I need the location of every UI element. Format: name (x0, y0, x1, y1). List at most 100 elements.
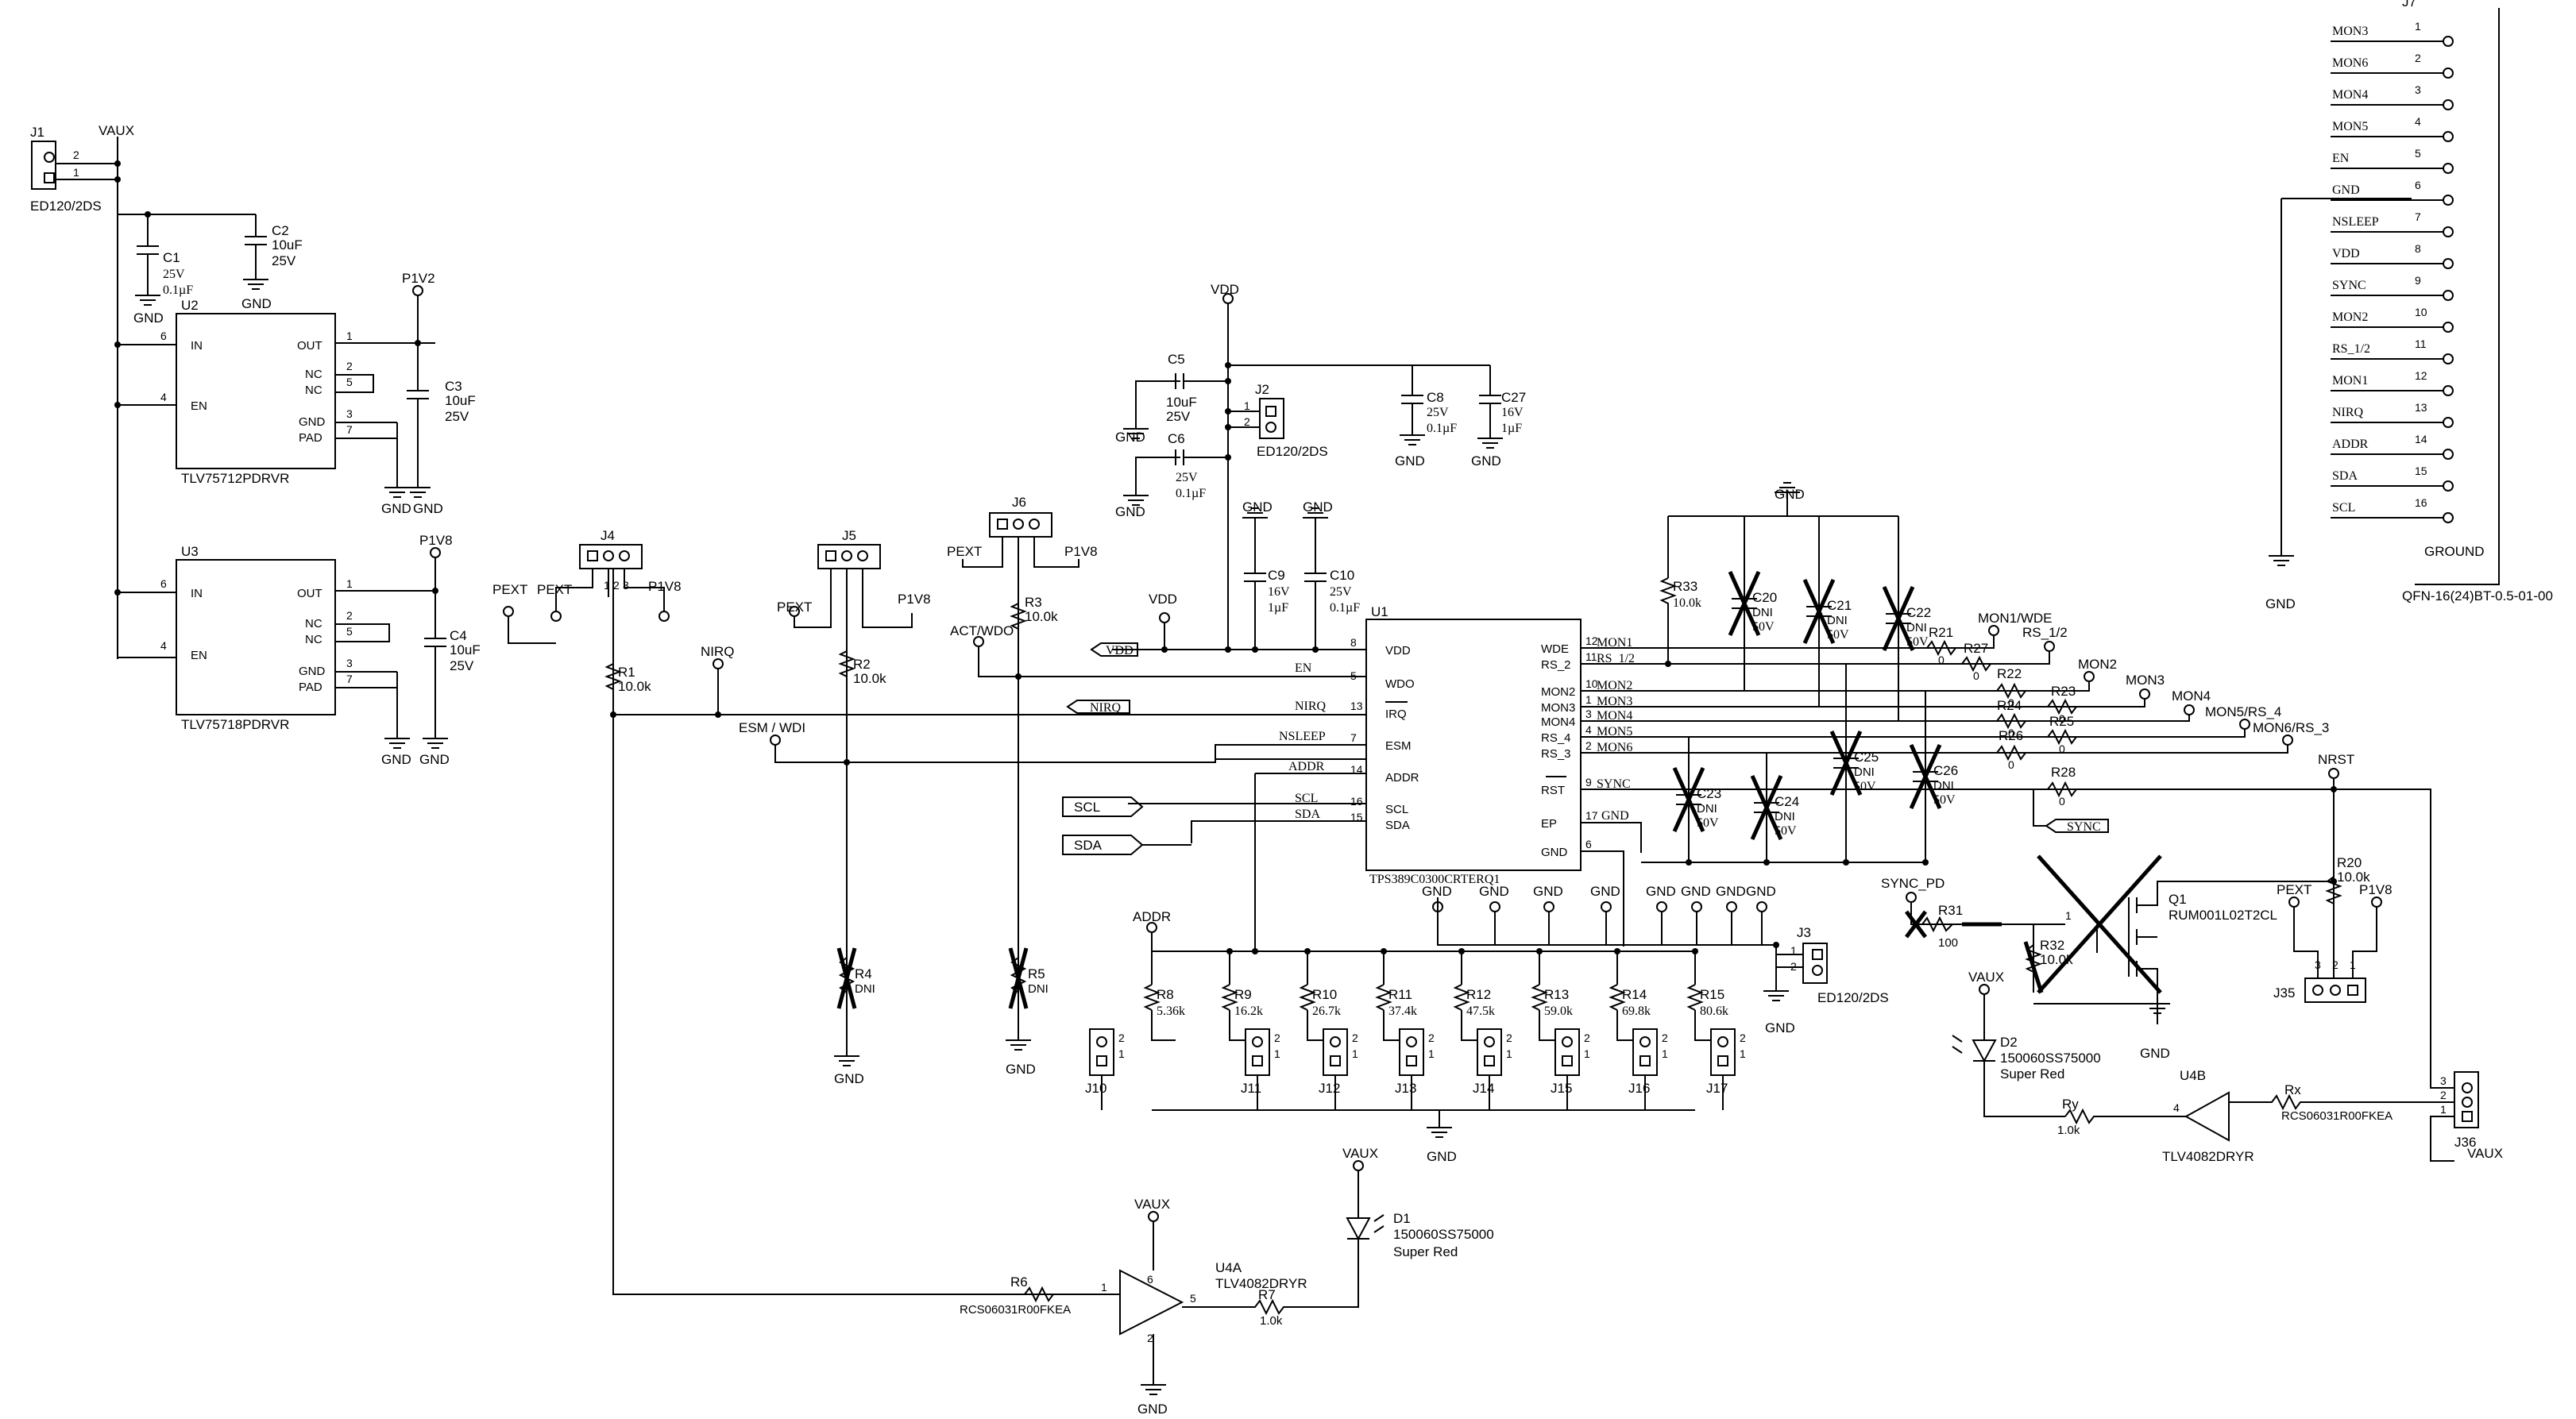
j7-pin-num: 11 (2415, 337, 2427, 350)
svg-text:GND: GND (1427, 1149, 1457, 1164)
dni-cap-volt: 50V (1854, 780, 1876, 793)
u1-pin-name: GND (1541, 846, 1568, 859)
u1-pin-name: IRQ (1385, 708, 1407, 721)
svg-text:ESM / WDI: ESM / WDI (739, 720, 805, 735)
gnd-tp-label: GND (1479, 884, 1509, 899)
u1-pin-num: 12 (1585, 634, 1598, 647)
q1-mosfet: 1 Q1 RUM001L02T2CL (2037, 854, 2334, 1004)
svg-text:MON4: MON4 (2172, 688, 2211, 704)
svg-text:DNI: DNI (1028, 982, 1049, 996)
svg-text:1: 1 (2440, 1103, 2447, 1116)
j7-pin-num: 10 (2415, 306, 2427, 318)
dni-cap-dni: DNI (1854, 765, 1875, 779)
j1-part: ED120/2DS (30, 199, 102, 214)
u1-pin-num: 10 (1585, 677, 1598, 690)
p1v8-label: P1V8 (419, 533, 453, 548)
svg-text:R7: R7 (1258, 1287, 1276, 1302)
svg-text:10.0k: 10.0k (1025, 609, 1058, 624)
j7-pin-num: 16 (2415, 496, 2427, 509)
zero-ohm-val: 0 (2059, 712, 2065, 725)
svg-text:R33: R33 (1673, 579, 1697, 594)
svg-text:ADDR: ADDR (1133, 909, 1171, 924)
svg-text:C4: C4 (450, 628, 467, 643)
j5-header: J5 (817, 528, 881, 569)
svg-text:GND: GND (1242, 499, 1273, 515)
svg-text:U4A: U4A (1215, 1260, 1242, 1275)
svg-text:2: 2 (1147, 1332, 1153, 1344)
j7-pin-net: EN (2332, 152, 2350, 165)
dni-cap-dni: DNI (1827, 614, 1848, 627)
gnd-tp-label: GND (1533, 884, 1563, 899)
addr-res-ref: R8 (1157, 987, 1174, 1002)
svg-text:1: 1 (1740, 1047, 1746, 1060)
addr-res-val: 69.8k (1622, 1004, 1651, 1018)
jumper-ref: J17 (1706, 1081, 1728, 1096)
zero-ohm-val: 0 (1973, 669, 1979, 682)
svg-text:5: 5 (346, 376, 353, 388)
svg-text:MON4: MON4 (1597, 709, 1632, 723)
svg-text:C6: C6 (1168, 431, 1185, 446)
svg-text:PEXT: PEXT (492, 582, 527, 597)
svg-text:2: 2 (346, 360, 353, 372)
svg-text:6: 6 (160, 577, 167, 590)
svg-text:J4: J4 (601, 528, 615, 543)
svg-text:VDD: VDD (1211, 282, 1239, 297)
addr-res-ref: R14 (1622, 987, 1647, 1002)
svg-text:3: 3 (346, 407, 353, 420)
u1-pin-name: SDA (1385, 819, 1410, 832)
addr-res-val: 37.4k (1388, 1004, 1417, 1018)
j7-pin-num: 2 (2415, 52, 2421, 64)
svg-text:1: 1 (1662, 1047, 1668, 1060)
j7-pin-net: SYNC (2332, 279, 2366, 292)
svg-text:J7: J7 (2402, 0, 2416, 10)
svg-text:Super Red: Super Red (2000, 1066, 2064, 1082)
svg-text:1: 1 (1101, 1281, 1107, 1294)
svg-text:3: 3 (623, 579, 629, 592)
svg-text:IN: IN (191, 339, 203, 353)
j3-connector: J3 ED120/2DS 12 (1790, 925, 1889, 1005)
dni-cap-dni: DNI (1752, 606, 1773, 619)
j7-pin-net: GND (2332, 183, 2360, 197)
svg-text:VDD: VDD (1149, 592, 1177, 607)
u4b-opamp: U4B TLV4082DRYR 4 (2162, 1068, 2254, 1164)
j7-pin-net: RS_1/2 (2332, 342, 2370, 356)
dni-cap-volt: 50V (1697, 816, 1719, 830)
zero-ohm-val: 0 (2008, 758, 2014, 771)
svg-text:NC: NC (305, 617, 322, 630)
j7-pin-net: ADDR (2332, 438, 2369, 451)
svg-text:Ry: Ry (2062, 1097, 2079, 1112)
svg-text:1: 1 (73, 166, 79, 179)
jumper-ref: J14 (1473, 1081, 1494, 1096)
svg-text:NRST: NRST (2318, 752, 2354, 767)
u1-pin-num: 4 (1585, 723, 1592, 736)
zero-ohm-val: 0 (2059, 742, 2065, 755)
j1-ref: J1 (30, 125, 44, 140)
j7-pin-net: VDD (2332, 247, 2360, 260)
u1-pin-num: 1 (1585, 693, 1592, 706)
svg-text:PEXT: PEXT (537, 582, 572, 597)
dni-cap-ref: C24 (1775, 794, 1799, 809)
svg-text:MON1: MON1 (1597, 636, 1632, 650)
u1-pin-name: WDE (1541, 642, 1569, 656)
svg-text:ED120/2DS: ED120/2DS (1257, 444, 1328, 459)
c1-capacitor: C1 25V 0.1µF GND (133, 245, 193, 326)
svg-text:C9: C9 (1268, 568, 1285, 583)
addr-res-ref: R11 (1388, 987, 1412, 1002)
svg-text:GND: GND (241, 296, 272, 311)
j1-connector: 2 1 J1 ED120/2DS (30, 125, 102, 214)
svg-text:10.0k: 10.0k (618, 679, 651, 694)
svg-text:GND: GND (1601, 809, 1629, 823)
svg-text:R31: R31 (1938, 903, 1963, 918)
svg-text:ED120/2DS: ED120/2DS (1817, 990, 1889, 1005)
svg-text:R1: R1 (618, 665, 635, 680)
svg-text:R4: R4 (855, 966, 872, 981)
svg-text:1: 1 (1506, 1047, 1512, 1060)
svg-text:SYNC: SYNC (1597, 777, 1631, 791)
svg-text:0.1µF: 0.1µF (1427, 422, 1457, 435)
